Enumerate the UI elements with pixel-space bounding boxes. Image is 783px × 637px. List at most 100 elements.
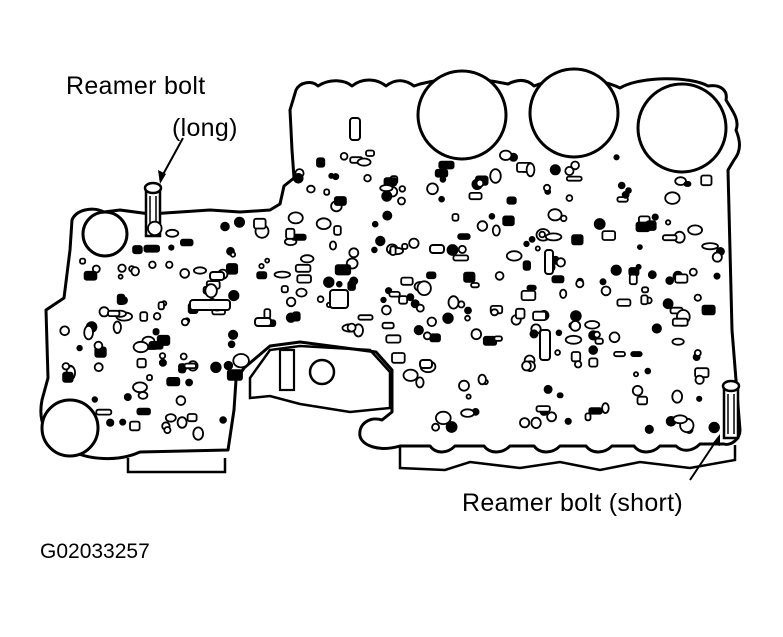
port-hole <box>388 290 401 298</box>
reamer-bolt-short <box>721 379 741 440</box>
port-hole <box>62 371 74 383</box>
port-hole <box>447 295 460 310</box>
port-hole <box>415 376 425 389</box>
port-hole <box>415 303 425 313</box>
port-hole <box>641 286 650 294</box>
port-hole <box>665 276 674 285</box>
port-hole <box>185 378 194 387</box>
passage-slot <box>189 299 231 311</box>
port-hole <box>651 323 662 334</box>
passage-slot <box>254 317 272 327</box>
port-hole <box>637 244 643 251</box>
port-hole <box>489 168 502 184</box>
port-hole <box>438 195 445 203</box>
port-hole <box>451 213 460 222</box>
port-hole <box>644 367 652 375</box>
port-hole <box>139 311 149 322</box>
port-hole <box>371 220 379 228</box>
port-hole <box>346 322 357 333</box>
port-hole <box>137 391 149 400</box>
port-hole <box>397 196 406 206</box>
port-hole <box>506 196 517 205</box>
center-pocket-boss <box>308 358 336 386</box>
port-hole <box>273 270 292 279</box>
label-reamer-bolt-short: Reamer bolt (short) <box>462 489 684 517</box>
port-hole <box>132 381 148 394</box>
port-hole <box>555 257 566 268</box>
port-hole <box>164 413 177 423</box>
port-hole <box>476 220 489 232</box>
passage-slot <box>539 329 551 361</box>
port-hole <box>555 329 563 337</box>
bore-left-lower <box>40 398 100 458</box>
port-hole <box>375 235 386 247</box>
port-hole <box>79 257 87 265</box>
port-hole <box>123 393 132 402</box>
port-hole <box>588 357 599 368</box>
port-hole <box>408 237 420 249</box>
port-hole <box>526 284 537 291</box>
port-hole <box>477 373 487 386</box>
port-hole <box>470 328 483 341</box>
port-hole <box>349 276 359 286</box>
port-hole <box>617 181 626 190</box>
port-hole <box>186 413 198 423</box>
leader-short <box>689 434 720 481</box>
port-hole <box>356 157 372 167</box>
port-hole <box>564 334 583 345</box>
port-hole <box>381 190 393 202</box>
port-hole <box>565 194 574 202</box>
leader-long <box>158 137 184 184</box>
port-hole <box>333 196 347 206</box>
port-hole <box>93 362 104 373</box>
port-hole <box>452 254 470 262</box>
port-hole <box>116 293 126 306</box>
port-hole <box>490 308 499 317</box>
port-hole <box>530 416 542 429</box>
port-hole <box>413 324 424 336</box>
port-hole <box>525 162 536 178</box>
port-hole <box>371 246 378 254</box>
port-hole <box>296 274 312 284</box>
port-hole <box>117 263 127 273</box>
port-hole <box>256 271 268 280</box>
port-hole <box>228 289 240 302</box>
port-hole <box>228 329 239 340</box>
bore-top-2 <box>528 67 620 159</box>
port-hole <box>112 320 122 335</box>
port-hole <box>543 183 552 192</box>
port-hole <box>532 310 547 322</box>
port-hole <box>225 263 239 275</box>
port-hole <box>613 350 626 358</box>
port-hole <box>363 173 372 183</box>
port-hole <box>616 298 632 307</box>
port-hole <box>264 257 271 264</box>
port-hole <box>316 295 325 304</box>
port-hole <box>464 314 471 322</box>
port-hole <box>148 260 157 269</box>
port-hole <box>560 214 568 223</box>
port-hole <box>357 314 374 321</box>
port-hole <box>693 349 702 357</box>
bore-top-3 <box>636 82 728 174</box>
port-hole <box>379 184 394 193</box>
passage-slot <box>209 271 225 281</box>
valve-body-lower-edge <box>126 445 737 474</box>
port-hole <box>505 250 523 262</box>
port-hole <box>119 418 127 426</box>
passage-slot <box>349 117 361 141</box>
port-hole <box>534 245 541 252</box>
port-hole <box>564 165 575 176</box>
port-hole <box>180 317 190 327</box>
port-hole <box>398 185 406 193</box>
port-hole <box>136 357 147 369</box>
port-hole <box>671 317 689 327</box>
port-hole <box>696 395 703 402</box>
port-hole <box>520 289 537 301</box>
port-hole <box>129 420 141 432</box>
port-hole <box>570 351 582 363</box>
port-hole <box>570 160 580 171</box>
port-hole <box>130 266 140 277</box>
port-hole <box>636 395 649 406</box>
port-hole <box>601 230 617 241</box>
